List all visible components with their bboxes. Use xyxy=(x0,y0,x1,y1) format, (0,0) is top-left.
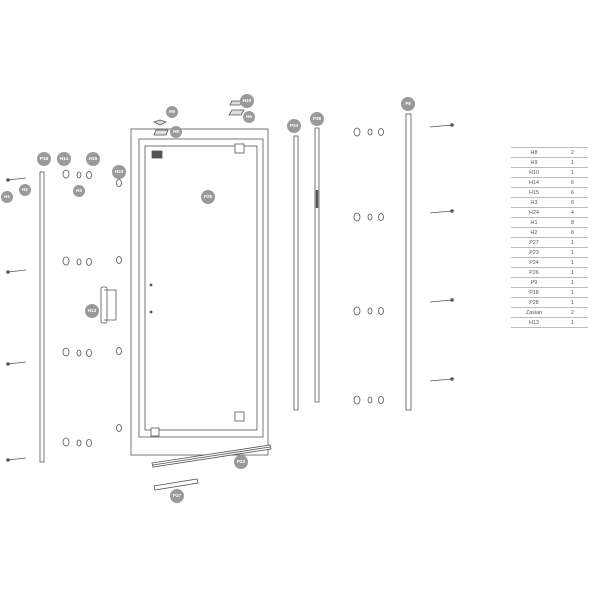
cap-group-left xyxy=(62,169,122,447)
part-quantity: 1 xyxy=(557,247,588,258)
left-screws xyxy=(6,177,27,462)
label-h2: H2 xyxy=(19,184,31,196)
hinge-h6 xyxy=(228,109,245,116)
part-quantity: 6 xyxy=(557,177,588,188)
handle-h13 xyxy=(100,286,117,324)
part-code: H8 xyxy=(511,147,557,158)
label-p18: P18 xyxy=(37,152,51,166)
part-code: P18 xyxy=(511,287,557,298)
hinge-h9 xyxy=(152,119,168,126)
part-quantity: 8 xyxy=(557,217,588,228)
profile-p9 xyxy=(405,113,412,411)
part-code: H3 xyxy=(511,197,557,208)
label-h13: H13 xyxy=(85,304,99,318)
cap-group-right xyxy=(353,127,384,405)
label-h14: H14 xyxy=(57,152,71,166)
label-h10: H10 xyxy=(240,94,254,108)
part-quantity: 1 xyxy=(557,157,588,168)
label-h6: H6 xyxy=(243,111,255,123)
label-h3: H3 xyxy=(73,185,85,197)
part-code: P23 xyxy=(511,247,557,258)
hinge-h8 xyxy=(153,129,169,136)
profile-p24 xyxy=(293,135,299,411)
door-frame-p28 xyxy=(130,128,269,456)
part-quantity: 4 xyxy=(557,207,588,218)
label-p27: P27 xyxy=(170,489,184,503)
label-h8: H8 xyxy=(170,126,182,138)
part-code: P24 xyxy=(511,257,557,268)
label-p24: P24 xyxy=(287,119,301,133)
part-code: H24 xyxy=(511,207,557,218)
part-quantity: 1 xyxy=(557,257,588,268)
part-quantity: 1 xyxy=(557,297,588,308)
part-quantity: 6 xyxy=(557,197,588,208)
part-code: P26 xyxy=(511,267,557,278)
label-h24: H24 xyxy=(112,165,126,179)
part-quantity: 1 xyxy=(557,167,588,178)
part-code: H9 xyxy=(511,157,557,168)
part-quantity: 2 xyxy=(557,147,588,158)
hinge-h10 xyxy=(229,100,243,106)
part-code: H2 xyxy=(511,227,557,238)
part-quantity: 2 xyxy=(557,307,588,318)
part-quantity: 1 xyxy=(557,267,588,278)
profile-p18 xyxy=(39,171,45,463)
part-code: H14 xyxy=(511,177,557,188)
label-p28: P28 xyxy=(201,190,215,204)
label-h15: H15 xyxy=(86,152,100,166)
label-h1: H1 xyxy=(1,191,13,203)
part-code: P9 xyxy=(511,277,557,288)
part-code: P27 xyxy=(511,237,557,248)
part-code: H13 xyxy=(511,317,557,328)
part-quantity: 1 xyxy=(557,277,588,288)
part-quantity: 1 xyxy=(557,237,588,248)
part-code: Zasian xyxy=(511,307,557,318)
label-p23: P23 xyxy=(234,455,248,469)
right-screws xyxy=(429,123,454,382)
label-p9: P9 xyxy=(401,97,415,111)
seal-p27 xyxy=(153,478,199,491)
label-h9: H9 xyxy=(166,106,178,118)
part-quantity: 1 xyxy=(557,317,588,328)
part-quantity: 1 xyxy=(557,287,588,298)
profile-p26 xyxy=(314,127,320,403)
part-code: H15 xyxy=(511,187,557,198)
part-code: H1 xyxy=(511,217,557,228)
part-code: H10 xyxy=(511,167,557,178)
label-p26: P26 xyxy=(310,112,324,126)
part-code: P28 xyxy=(511,297,557,308)
part-quantity: 6 xyxy=(557,187,588,198)
part-quantity: 8 xyxy=(557,227,588,238)
